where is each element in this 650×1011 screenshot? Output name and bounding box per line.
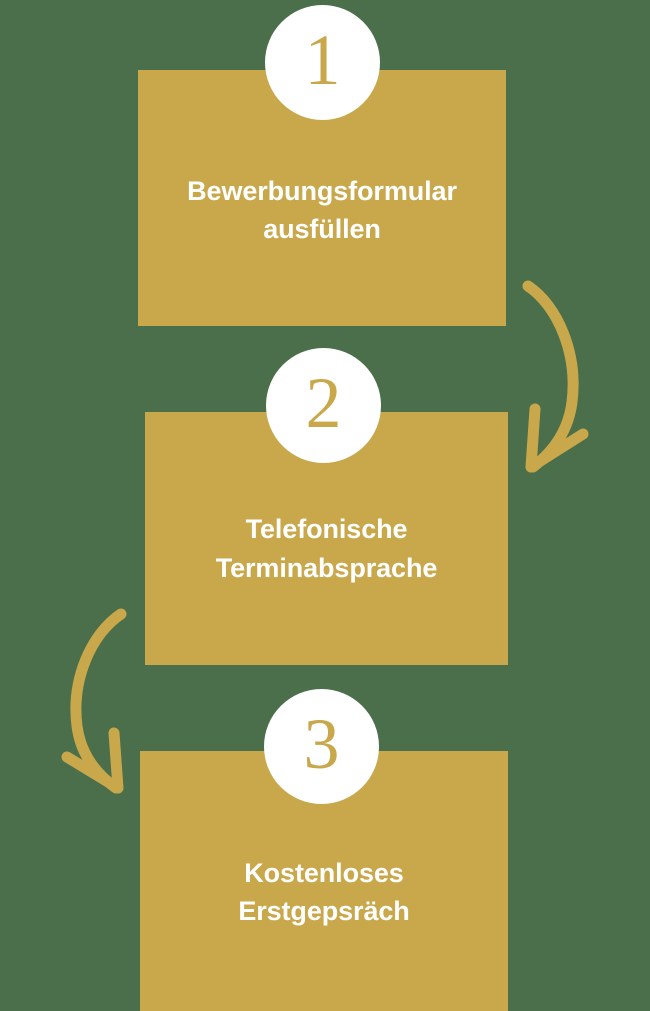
step-3-label: Kostenloses Erstgepsräch (238, 857, 410, 926)
step-2-number: 2 (305, 362, 342, 443)
step-3-number-badge: 3 (264, 689, 379, 804)
step-1-number: 1 (304, 19, 341, 100)
step-2-number-badge: 2 (266, 348, 381, 463)
step-1-number-badge: 1 (265, 5, 380, 120)
step-1-label: Bewerbungsformular ausfüllen (187, 175, 457, 244)
arrow-step2-to-step3-icon (61, 608, 127, 794)
arrow-step1-to-step2-icon (522, 280, 589, 473)
step-2-label: Telefonische Terminabsprache (215, 514, 438, 583)
step-3-number: 3 (303, 703, 340, 784)
